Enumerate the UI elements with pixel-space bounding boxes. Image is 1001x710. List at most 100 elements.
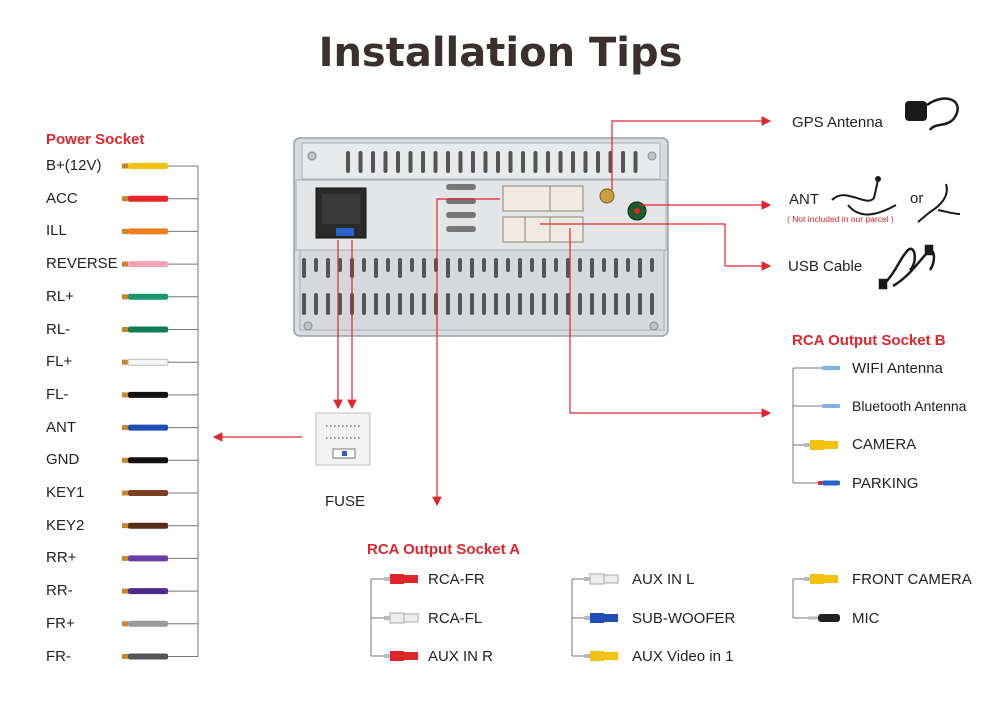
vent-slot — [410, 258, 414, 272]
wire-icon — [122, 588, 198, 595]
power-wire-label: ILL — [46, 222, 67, 240]
vent-slot — [362, 258, 366, 272]
bluetooth-antenna-connector-icon — [793, 404, 840, 408]
vent-slot — [421, 151, 425, 173]
vent-slot — [396, 151, 400, 173]
vent-slot — [554, 293, 558, 315]
rca-plug-icon — [584, 613, 618, 623]
yellow-rca-icon — [804, 440, 838, 450]
fuse-label: FUSE — [325, 493, 366, 510]
rca-a-item: AUX IN R — [428, 648, 494, 665]
vent-slot — [506, 293, 510, 315]
rca-a-heading: RCA Output Socket A — [367, 541, 521, 558]
vent-slot — [546, 151, 550, 173]
vent-slot — [571, 151, 575, 173]
vent-slot — [471, 151, 475, 173]
vent-slot — [422, 293, 426, 315]
vent-slot — [602, 258, 606, 272]
vent-slot — [650, 293, 654, 315]
vent-slot — [558, 151, 563, 173]
mic-plug-icon — [793, 614, 840, 622]
power-wire-label: FR+ — [46, 614, 75, 632]
wire-icon — [122, 261, 198, 268]
antenna-adapter-icon — [917, 183, 961, 223]
radio-antenna-icon — [831, 176, 897, 216]
vent-slot — [626, 258, 630, 272]
gps-antenna-label: GPS Antenna — [792, 114, 883, 131]
vent-slot — [583, 151, 588, 173]
wire-icon — [122, 358, 198, 366]
vent-slot — [470, 258, 474, 278]
vent-slot — [446, 293, 450, 315]
vent-slot — [496, 151, 500, 173]
power-wire-label: KEY2 — [46, 516, 85, 534]
connector-arrows — [212, 116, 772, 507]
vent-slot — [398, 258, 402, 278]
vent-slot — [302, 258, 306, 278]
vent-slot — [398, 293, 402, 315]
vent-slot — [590, 293, 594, 315]
vent-slot — [633, 151, 638, 173]
power-wire-label: FR- — [46, 647, 71, 665]
vent-slot — [621, 151, 625, 173]
vent-slot — [578, 293, 582, 315]
fuse-box — [315, 412, 371, 466]
vent-slot — [314, 258, 318, 272]
vent-slot — [614, 293, 618, 315]
usb-cable-icon — [878, 244, 936, 290]
vent-slot — [626, 293, 630, 315]
wire-icon — [122, 424, 198, 431]
vent-slot — [566, 293, 570, 315]
power-wire-label: ACC — [46, 189, 78, 207]
vent-slot — [650, 258, 654, 272]
vent-slot — [470, 293, 474, 315]
vent-slot — [458, 151, 463, 173]
vent-slot — [422, 258, 426, 278]
power-wire-label: RL+ — [46, 287, 74, 305]
vent-slot — [362, 293, 366, 315]
wire-icon — [122, 228, 198, 235]
vent-slot — [374, 258, 378, 278]
vent-slot — [326, 293, 330, 315]
rca-b-item: WIFI Antenna — [852, 360, 943, 377]
vent-slot — [408, 151, 413, 173]
vent-slot — [371, 151, 375, 173]
usb-cable-label: USB Cable — [788, 258, 863, 275]
page-title: Installation Tips — [318, 30, 683, 76]
wire-icon — [122, 195, 198, 202]
rca-a-item: RCA-FR — [428, 571, 485, 588]
rca-a-connector-list — [371, 573, 840, 661]
wire-icon — [122, 490, 198, 496]
vent-slot — [542, 293, 546, 315]
vent-slot — [602, 293, 606, 315]
vent-slot — [533, 151, 538, 173]
head-unit-back-panel — [293, 137, 669, 337]
rca-a-item: SUB-WOOFER — [632, 610, 736, 627]
vent-slot — [446, 258, 450, 278]
power-wire-label: FL+ — [46, 353, 73, 371]
power-wire-list — [122, 163, 198, 660]
vent-slot — [302, 293, 306, 315]
vent-slot — [358, 151, 363, 173]
vent-slot — [482, 258, 486, 272]
vent-slot — [614, 258, 618, 278]
rca-plug-icon — [384, 612, 419, 624]
rca-b-item: CAMERA — [852, 436, 917, 453]
rca-plug-icon — [384, 651, 418, 661]
vent-slot — [494, 293, 498, 315]
vent-slot — [596, 151, 600, 173]
vent-slot — [530, 293, 534, 315]
power-wire-label: RR+ — [46, 549, 77, 567]
rca-b-item: PARKING — [852, 475, 919, 492]
ant-note: ( Not included in our parcel ) — [787, 214, 894, 224]
vent-slot — [566, 258, 570, 278]
rca-plug-icon — [804, 574, 838, 584]
vent-slot — [482, 293, 486, 315]
power-wire-label: KEY1 — [46, 484, 85, 501]
rca-a-item: AUX IN L — [632, 571, 695, 588]
vent-slot — [326, 258, 330, 278]
power-wire-label: ANT — [46, 418, 76, 436]
wire-icon — [122, 163, 198, 169]
vent-slot — [508, 151, 513, 173]
